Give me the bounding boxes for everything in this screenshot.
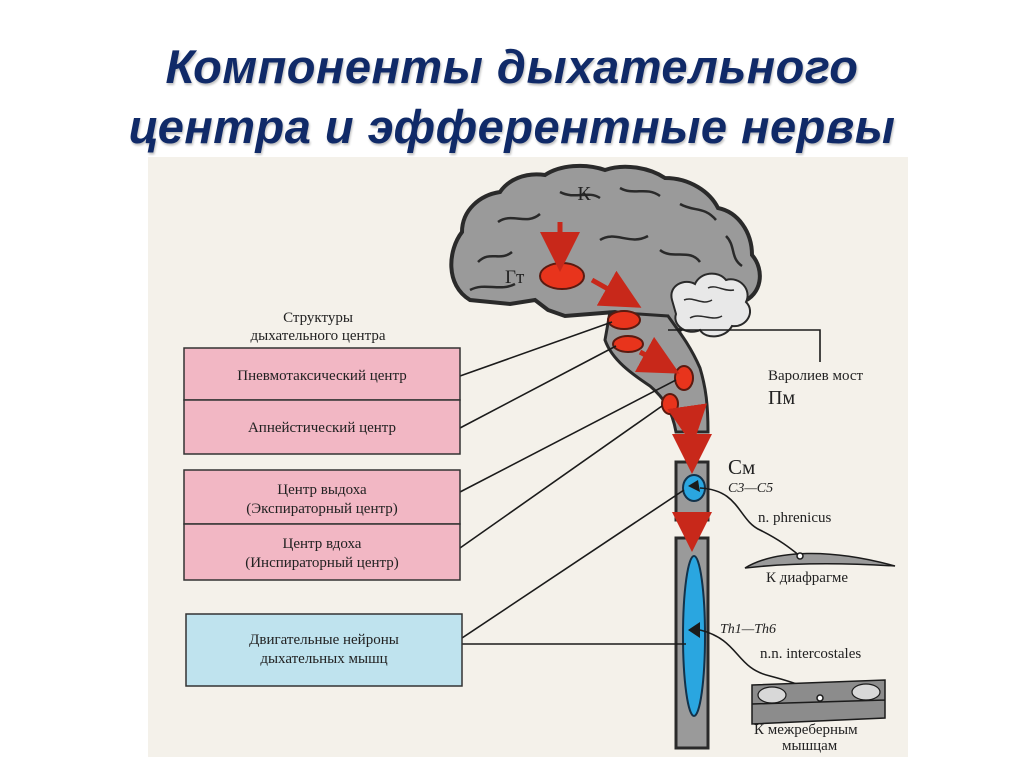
phrenic-nerve <box>699 487 801 557</box>
box-expiration-label-1: Центр выдоха <box>277 482 367 498</box>
spinal-cord-label: См <box>728 455 755 479</box>
box-pneumotaxic-label: Пневмотаксический центр <box>237 368 406 384</box>
apneustic-center <box>612 335 644 353</box>
box-expiration-label-2: (Экспираторный центр) <box>246 501 397 517</box>
descending-arrows <box>540 222 712 552</box>
cerebellum-folia <box>683 286 735 319</box>
structures-header-2: дыхательного центра <box>251 328 386 344</box>
box-apneustic: Апнейстический центр <box>183 399 461 455</box>
intercostal-nerves-label: n.n. intercostales <box>760 646 861 662</box>
cerebellum-outline <box>670 272 751 338</box>
box-motor-label-2: дыхательных мышц <box>260 651 387 667</box>
thoracic-motor-neurons <box>682 555 706 717</box>
box-inspiration: Центр вдоха (Инспираторный центр) <box>183 523 461 581</box>
inspiratory-center <box>661 393 679 415</box>
pointer-motor-cervical <box>461 489 685 639</box>
cerebrum-gyri <box>469 186 743 292</box>
phrenic-nerve-label: n. phrenicus <box>758 510 831 526</box>
intercostal-synapse <box>816 694 824 702</box>
box-inspiration-label-2: (Инспираторный центр) <box>245 555 399 571</box>
pons-label: Варолиев мост <box>768 368 863 384</box>
box-motor-label-1: Двигательные нейроны <box>249 632 399 648</box>
pointer-expiration <box>459 379 677 493</box>
box-inspiration-label-1: Центр вдоха <box>283 536 362 552</box>
expiratory-center <box>674 365 694 391</box>
to-diaphragm-label: К диафрагме <box>766 570 848 586</box>
pointer-lines <box>459 321 821 645</box>
box-motor-neurons: Двигательные нейроны дыхательных мышц <box>185 613 463 687</box>
arrow-hypothalamus-to-pons <box>590 270 642 308</box>
box-apneustic-label: Апнейстический центр <box>248 420 396 436</box>
hypothalamus-label: Гт <box>505 267 525 288</box>
pointer-apneustic <box>459 345 617 429</box>
pneumotaxic-center <box>607 310 641 330</box>
structures-header-1: Структуры <box>283 310 353 326</box>
box-pneumotaxic: Пневмотаксический центр <box>183 347 461 401</box>
page-title-line-1: Компоненты дыхательного <box>165 40 859 93</box>
diaphragm-synapse <box>796 552 804 560</box>
rib-left <box>757 686 787 704</box>
box-expiration: Центр выдоха (Экспираторный центр) <box>183 469 461 525</box>
to-intercostal-label-1: К межреберным <box>754 722 858 738</box>
arrow-pons-to-medulla <box>634 336 680 374</box>
to-intercostal-label-2: мышцам <box>782 738 838 754</box>
brain-illustration <box>449 163 762 750</box>
pointer-pneumotaxic <box>459 321 613 377</box>
diaphragm <box>744 552 896 569</box>
thoracic-segments-label: Th1—Th6 <box>720 622 776 637</box>
arrow-medulla-to-cord <box>667 403 707 446</box>
hypothalamus-center <box>539 262 585 290</box>
rib-right <box>851 683 881 701</box>
neuron-body-thoracic <box>688 622 700 638</box>
cervical-segments-label: С3—С5 <box>728 481 773 496</box>
page-title-line-2: центра и эфферентные нервы <box>128 100 896 153</box>
pointer-inspiration <box>459 405 663 549</box>
pons-abbr-label: Пм <box>768 387 795 409</box>
cortex-label: К <box>577 183 591 205</box>
neuron-body-cervical <box>688 480 700 492</box>
pons-pointer <box>668 329 821 362</box>
